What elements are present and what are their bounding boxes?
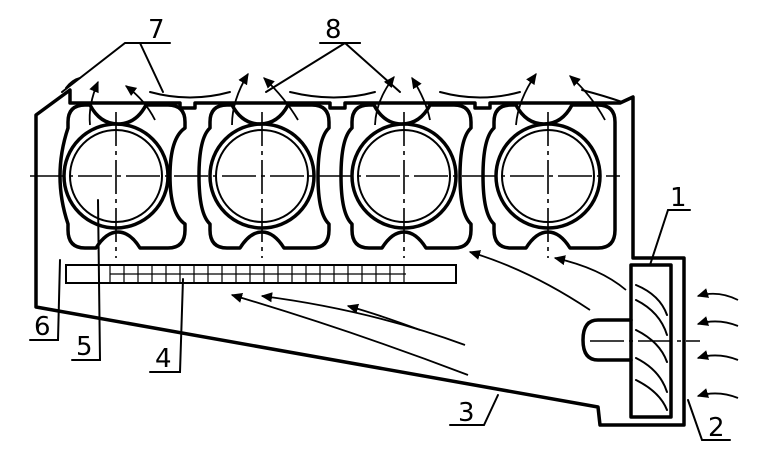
exit-arrow-6 [411,76,431,121]
leader-8a [265,42,361,93]
top-arc-3 [289,91,376,99]
duct-arrow-5 [346,303,421,331]
intake-arrow-1 [696,288,739,301]
cylinder-cell-4 [481,103,617,250]
leader-2 [687,399,731,441]
duct-arrow-1 [553,255,627,291]
exit-arrow-2 [124,85,156,121]
exit-arrow-3 [231,72,249,126]
leader-3 [449,394,499,426]
leader-7b [139,42,164,93]
callout-7: 7 [148,15,165,45]
top-arc-5 [581,89,623,103]
fan-blade-1 [635,284,668,316]
top-arc-2 [149,91,231,99]
callout-5: 5 [76,332,93,362]
fan-blade-5 [635,379,668,411]
exit-arrow-5 [374,76,395,126]
air-flow-arrows [65,72,739,399]
exit-arrow-1 [88,80,99,126]
fan-blade-3 [635,329,668,363]
leader-7a [61,42,171,93]
intake-arrow-3 [696,350,739,361]
cooler-fins [109,266,406,282]
intake-arrow-4 [696,388,739,399]
leader-8b [344,42,401,93]
fan-blade-2 [635,299,668,336]
callout-6: 6 [34,312,51,342]
fan-blade-4 [635,357,668,393]
duct-arrow-3 [260,292,466,346]
exit-arrow-7 [515,72,537,126]
callout-4: 4 [155,344,172,374]
top-arc-4 [439,91,521,99]
callout-2: 2 [708,413,725,443]
leader-1 [649,209,691,266]
exit-arrow-4 [263,77,299,121]
duct-arrow-4 [230,293,469,376]
center-lines [30,112,620,258]
leader-5 [71,199,102,361]
leader-4 [149,278,184,373]
callout-8: 8 [325,15,342,45]
callout-labels: 1 2 3 4 5 6 7 8 [34,15,725,443]
duct-arrow-2 [468,250,591,311]
exit-arrow-8 [569,75,606,121]
callout-1: 1 [670,183,687,213]
callout-3: 3 [458,398,475,428]
leader-6 [29,259,61,341]
fan-hub [581,318,633,362]
oil-cooler-bar [65,264,457,284]
intake-arrow-2 [696,316,739,327]
leader-lines [29,42,731,441]
